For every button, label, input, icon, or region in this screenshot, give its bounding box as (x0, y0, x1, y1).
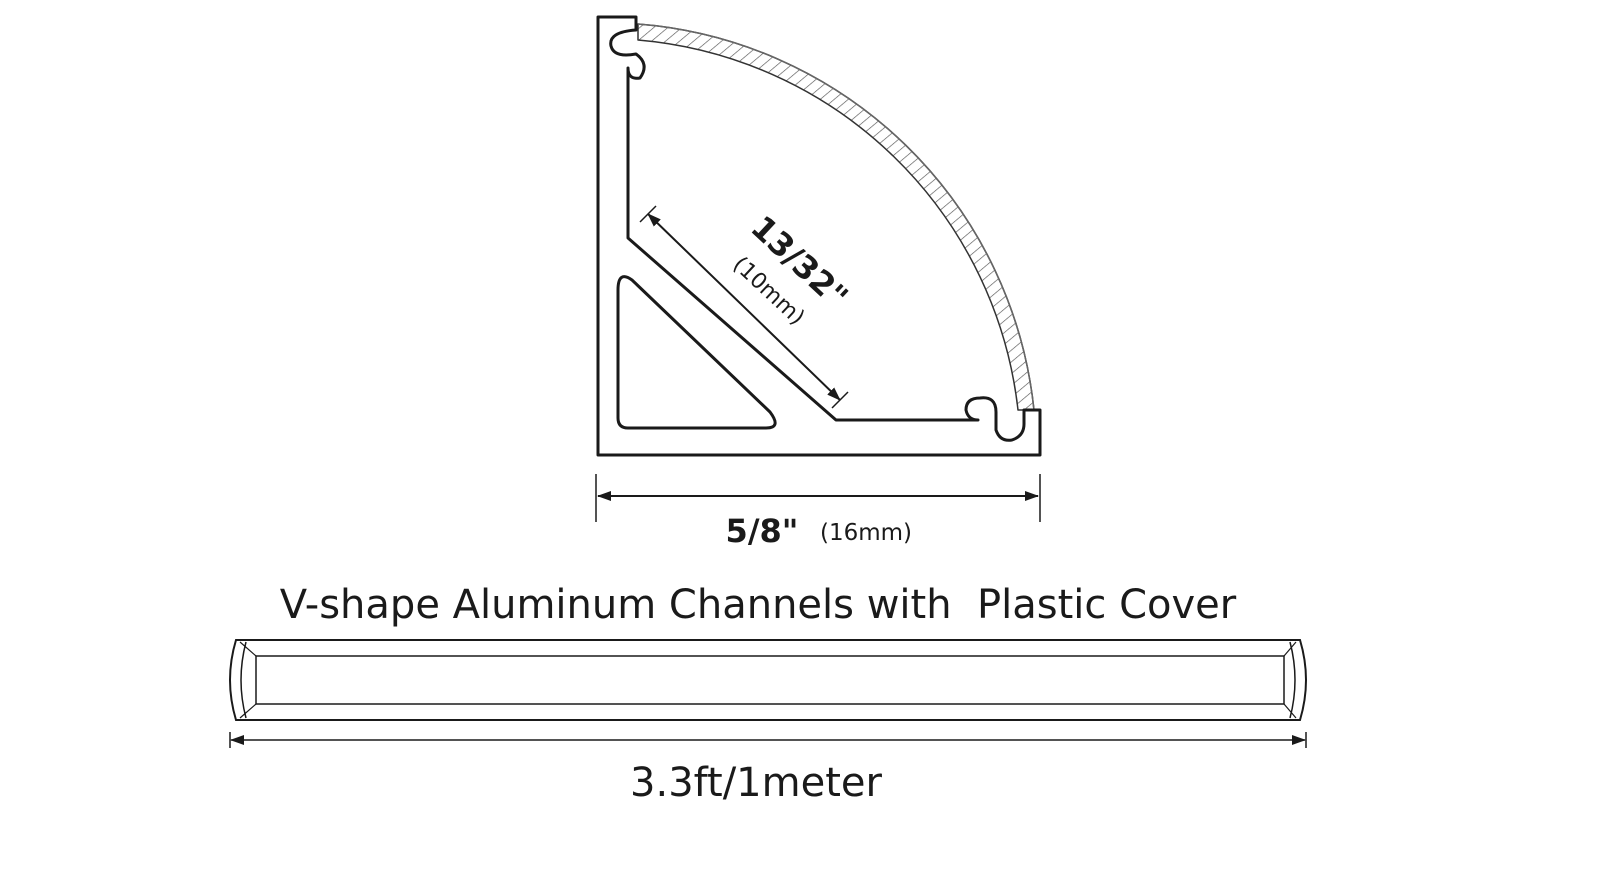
channel-side-view (229, 639, 1307, 721)
width-dimension-imperial: 5/8" (726, 512, 799, 550)
diagram-title: V-shape Aluminum Channels with Plastic C… (280, 582, 1237, 628)
channel-body-outline (229, 639, 1307, 721)
diagonal-dimension-arrow (647, 213, 841, 401)
bevel-top-right (1283, 641, 1297, 657)
diagonal-tick-start (639, 205, 657, 223)
profile-cross-section (596, 15, 1042, 457)
length-dimension-text: 3.3ft/1meter (630, 760, 882, 806)
channel-inner-panel (255, 655, 1285, 705)
diagonal-tick-end (831, 391, 849, 409)
cover-outer-edge (637, 23, 1035, 411)
width-dimension-metric: (16mm) (820, 520, 912, 546)
bevel-bottom-right (1283, 703, 1297, 719)
length-dimension: 3.3ft/1meter (229, 732, 1307, 806)
channel-left-endcap (240, 641, 247, 719)
width-dimension: 5/8" (16mm) (595, 474, 1041, 550)
bevel-top-left (239, 641, 257, 657)
bevel-bottom-left (239, 703, 257, 719)
channel-right-endcap (1289, 641, 1296, 719)
